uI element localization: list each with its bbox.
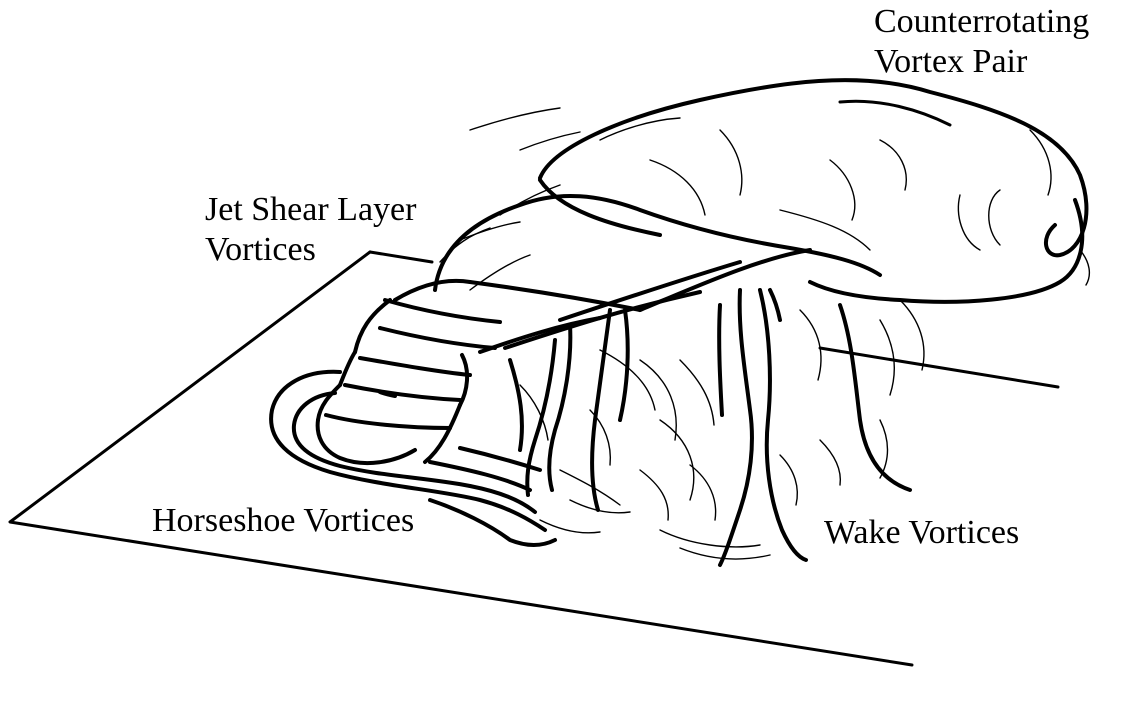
jet-shear-layer-vortices bbox=[318, 300, 500, 463]
jet-body bbox=[395, 180, 880, 352]
counterrotating-vortex-pair bbox=[540, 80, 1086, 302]
jet-shear-label-line-1: Jet Shear Layer bbox=[205, 190, 416, 230]
counterrotating-label-line-2: Vortex Pair bbox=[874, 42, 1089, 82]
counterrotating-vortex-pair-label: Counterrotating Vortex Pair bbox=[874, 2, 1089, 82]
jet-shear-layer-label: Jet Shear Layer Vortices bbox=[205, 190, 416, 270]
wake-vortices-label: Wake Vortices bbox=[824, 513, 1019, 553]
jet-shear-label-line-2: Vortices bbox=[205, 230, 416, 270]
horseshoe-vortices-label: Horseshoe Vortices bbox=[152, 501, 414, 541]
counterrotating-label-line-1: Counterrotating bbox=[874, 2, 1089, 42]
flat-plate bbox=[10, 252, 1058, 665]
